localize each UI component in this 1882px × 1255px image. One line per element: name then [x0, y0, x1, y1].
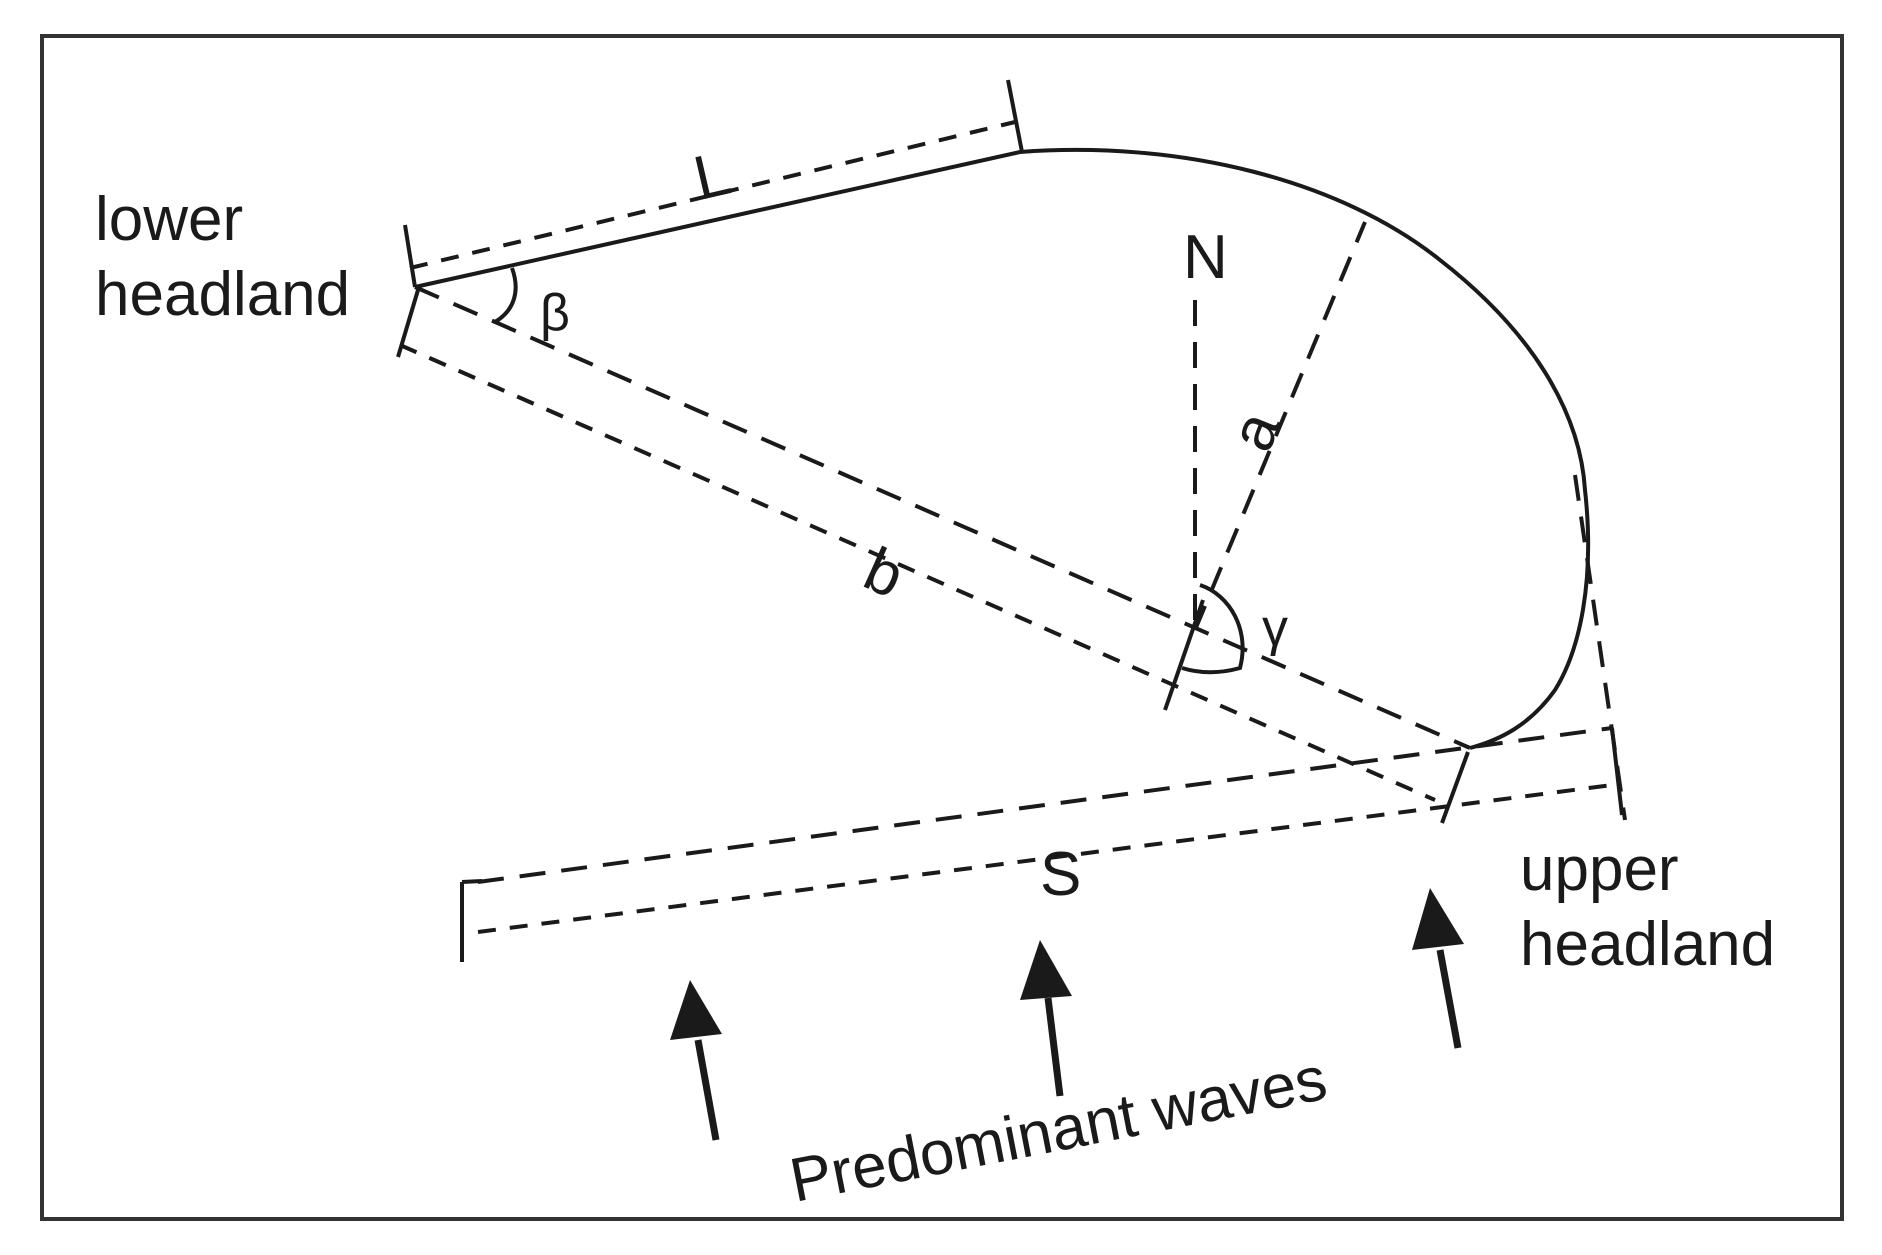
S-label: S — [1040, 840, 1081, 909]
L-label: L — [688, 139, 737, 214]
beta-label: β — [540, 284, 570, 342]
wave-arrow-1 — [670, 980, 722, 1141]
beta-angle-arc — [493, 267, 518, 324]
wave-arrow-2 — [1020, 940, 1072, 1097]
control-line-b — [414, 285, 1471, 750]
gamma-label: γ — [1262, 599, 1288, 657]
S-bracket-right — [1610, 727, 1624, 816]
lower-headland-label-line1: lower — [95, 185, 243, 254]
upper-headland-label-line1: upper — [1520, 835, 1679, 904]
L-dimension-line — [409, 120, 1016, 270]
wave-arrow-3 — [1412, 888, 1464, 1049]
radius-line-a — [1193, 221, 1367, 631]
figure-frame — [40, 34, 1844, 1221]
b-label: b — [854, 535, 914, 612]
b-dimension-line — [399, 343, 1436, 802]
tangent-line — [1573, 474, 1627, 821]
lower-headland-label-line2: headland — [95, 260, 350, 329]
S-bracket-left-top — [461, 879, 483, 884]
L-tick-end — [1006, 79, 1024, 153]
upper-headland-tick — [1440, 751, 1470, 824]
upper-headland-label-line2: headland — [1520, 910, 1775, 979]
L-tick-start — [403, 224, 417, 288]
N-label: N — [1183, 223, 1228, 292]
a-label: a — [1217, 402, 1294, 460]
gamma-angle-arc — [1181, 583, 1245, 675]
bay-shoreline — [414, 147, 1591, 750]
S-line-upper — [477, 726, 1613, 884]
